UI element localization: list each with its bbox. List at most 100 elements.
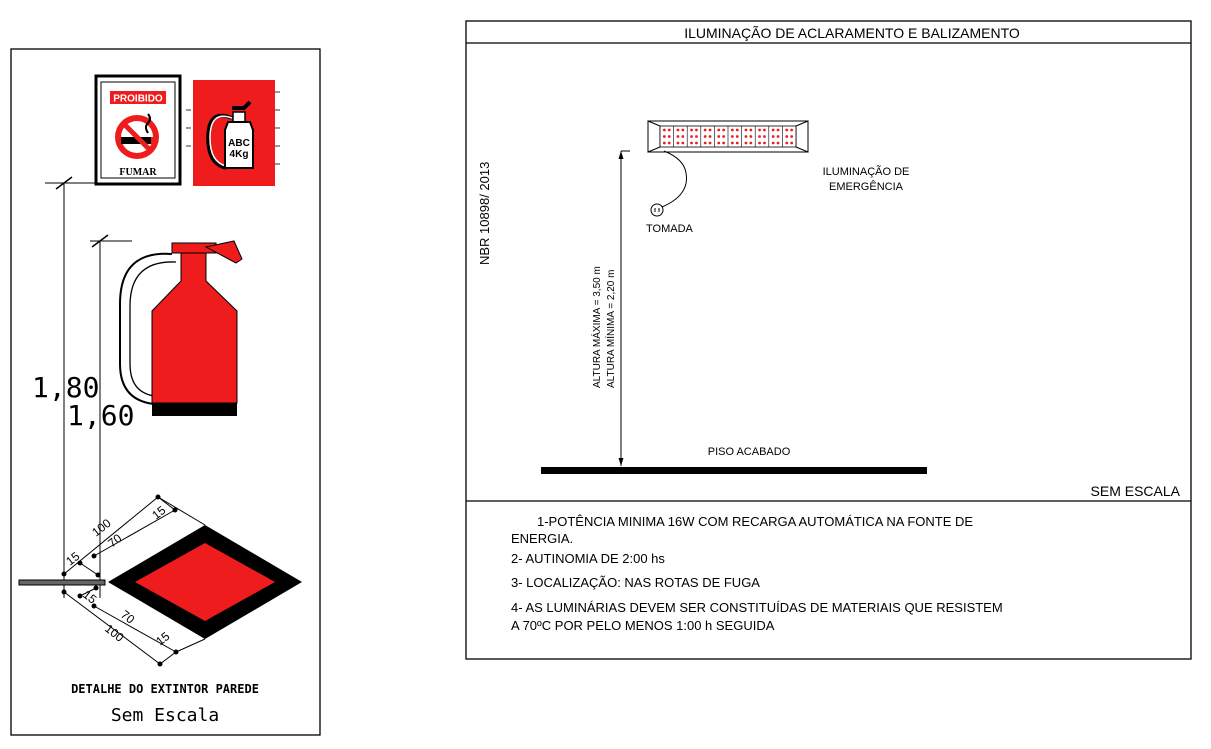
base-dimension-ticks (61, 494, 179, 667)
led-dot (749, 128, 753, 132)
led-dot (717, 128, 721, 132)
no-smoking-icon (115, 113, 159, 159)
led-dot (703, 135, 707, 138)
led-dot (681, 135, 685, 138)
dim-1-60: 1,60 (67, 399, 134, 432)
led-dot (790, 128, 794, 132)
notes-list: 1-POTÊNCIA MINIMA 16W COM RECARGA AUTOMÁ… (511, 514, 1003, 633)
led-dot (690, 128, 693, 132)
right-panel-scale: SEM ESCALA (1091, 483, 1181, 499)
base-dimensions (63, 496, 206, 665)
lighting-detail-panel: ILUMINAÇÃO DE ACLARAMENTO E BALIZAMENTO … (465, 20, 1192, 660)
led-dot (763, 128, 766, 132)
led-dot (676, 128, 680, 132)
led-dot (785, 141, 789, 145)
left-panel-title: DETALHE DO EXTINTOR PAREDE (71, 682, 259, 696)
led-dot (771, 135, 775, 138)
height-min-label: ALTURA MÍNIMA = 2,20 m (604, 270, 617, 388)
led-dot (749, 141, 753, 145)
led-dot (662, 128, 666, 132)
note-line: 3- LOCALIZAÇÃO: NAS ROTAS DE FUGA (511, 575, 760, 590)
outlet-label: TOMADA (646, 223, 694, 235)
led-dot (763, 135, 766, 138)
emergency-label-1: ILUMINAÇÃO DE (823, 165, 910, 178)
led-dot (785, 128, 789, 132)
wall-line (18, 579, 106, 586)
no-smoking-sign: PROIBIDO FUMAR (94, 74, 182, 186)
led-dot (776, 141, 780, 145)
power-cable (661, 150, 687, 208)
right-panel-frame (465, 20, 1192, 660)
norm-label: NBR 10898/ 2013 (477, 162, 492, 265)
led-dot (676, 135, 680, 138)
led-dot (749, 135, 753, 138)
note-line: 1-POTÊNCIA MINIMA 16W COM RECARGA AUTOMÁ… (537, 514, 973, 529)
extinguisher-sign: ABC 4Kg (186, 80, 280, 186)
right-panel-title: ILUMINAÇÃO DE ACLARAMENTO E BALIZAMENTO (684, 25, 1020, 41)
led-dot (722, 141, 726, 145)
led-dot (722, 128, 726, 132)
led-dot (676, 141, 680, 145)
led-dot (703, 141, 707, 145)
led-dot (695, 135, 698, 138)
led-dot (744, 135, 748, 138)
led-dot (717, 141, 721, 145)
height-dimension (618, 150, 630, 466)
sign-header: PROIBIDO (113, 94, 163, 105)
height-max-label: ALTURA MÁXIMA = 3,50 m (590, 266, 603, 388)
led-dot (730, 135, 734, 138)
sign-4kg: 4Kg (230, 149, 249, 160)
led-dot (667, 128, 671, 132)
led-dot (681, 141, 685, 145)
sign-abc: ABC (228, 138, 250, 149)
led-dot (785, 135, 789, 138)
led-dot (758, 141, 761, 145)
led-dot (763, 141, 766, 145)
led-dot (690, 135, 693, 138)
led-dot (771, 141, 775, 145)
led-dot (708, 141, 712, 145)
led-dot (662, 141, 666, 145)
led-dot (695, 141, 698, 145)
fire-extinguisher-drawing (119, 240, 243, 416)
led-dot (681, 128, 685, 132)
led-dot (722, 135, 726, 138)
led-dot (735, 128, 739, 132)
floor-label: PISO ACABADO (708, 446, 791, 458)
finished-floor (541, 467, 927, 474)
led-dot (744, 128, 748, 132)
led-dot (735, 141, 739, 145)
led-dot (703, 128, 707, 132)
led-dot (690, 141, 693, 145)
led-dot (667, 141, 671, 145)
outlet-icon (650, 203, 664, 217)
led-dot (790, 141, 794, 145)
led-dot (758, 128, 761, 132)
led-grid (662, 126, 794, 147)
led-dot (776, 135, 780, 138)
note-line: 4- AS LUMINÁRIAS DEVEM SER CONSTITUÍDAS … (511, 600, 1003, 615)
led-dot (708, 135, 712, 138)
emergency-label-2: EMERGÊNCIA (829, 180, 904, 193)
dim-1-80: 1,80 (32, 371, 99, 404)
led-dot (758, 135, 761, 138)
floor-marking (108, 525, 302, 639)
led-dot (730, 141, 734, 145)
emergency-luminaire (647, 120, 809, 153)
led-dot (708, 128, 712, 132)
note-line: ENERGIA. (511, 531, 573, 546)
extinguisher-detail-panel: PROIBIDO FUMAR ABC 4Kg (10, 48, 321, 736)
led-dot (744, 141, 748, 145)
led-dot (667, 135, 671, 138)
led-dot (730, 128, 734, 132)
left-panel-scale: Sem Escala (111, 705, 219, 726)
note-line: 2- AUTINOMIA DE 2:00 hs (511, 551, 665, 566)
extinguisher-icon: ABC 4Kg (206, 100, 254, 170)
led-dot (776, 128, 780, 132)
led-dot (717, 135, 721, 138)
led-dot (771, 128, 775, 132)
led-dot (695, 128, 698, 132)
sign-footer: FUMAR (119, 167, 157, 178)
height-dimensions: 1,80 1,60 (32, 176, 134, 598)
